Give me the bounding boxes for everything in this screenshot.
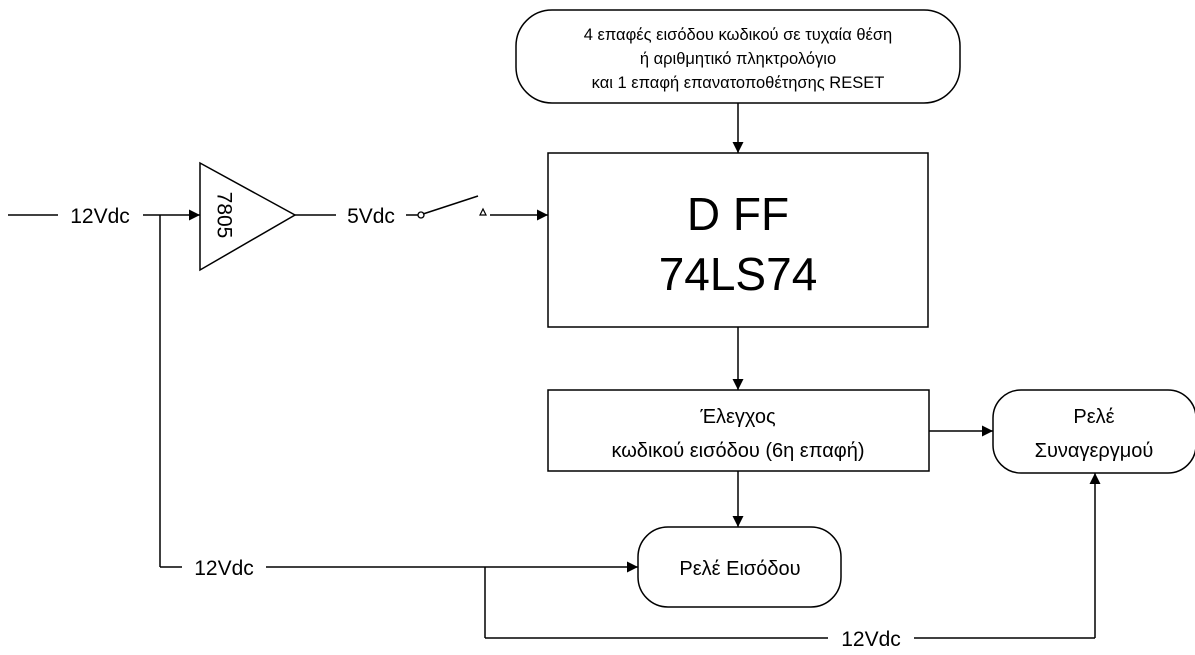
switch-contact-right: [479, 207, 487, 216]
flipflop-box: [547, 152, 929, 328]
label-12v-input: 12Vdc: [70, 205, 130, 228]
code-check-line-2: κωδικού εισόδου (6η επαφή): [611, 440, 864, 462]
regulator-label: 7805: [213, 192, 236, 239]
input-contacts-line-2: ή αριθμητικό πληκτρολόγιο: [640, 50, 836, 68]
alarm-relay-line-1: Ρελέ: [1073, 406, 1114, 428]
code-check-line-1: Έλεγχος: [699, 406, 776, 428]
input-relay-box: [637, 526, 842, 608]
code-check-box: [547, 389, 930, 472]
label-12v-branch: 12Vdc: [194, 557, 254, 580]
input-contacts-box: [515, 9, 961, 104]
input-relay-label: Ρελέ Εισόδου: [679, 558, 800, 580]
label-12v-bottom: 12Vdc: [841, 628, 901, 651]
switch-blade: [422, 195, 479, 215]
alarm-relay-line-2: Συναγεργμού: [1035, 440, 1154, 462]
flipflop-title: D FF: [687, 188, 789, 240]
switch-contact-left: [417, 211, 425, 219]
alarm-relay-box: [992, 389, 1195, 474]
label-5v: 5Vdc: [347, 205, 395, 228]
regulator-7805: [199, 161, 297, 272]
input-contacts-line-3: και 1 επαφή επανατοποθέτησης RESET: [592, 74, 885, 92]
flipflop-part-number: 74LS74: [659, 248, 818, 300]
input-contacts-line-1: 4 επαφές εισόδου κωδικού σε τυχαία θέση: [584, 26, 892, 44]
